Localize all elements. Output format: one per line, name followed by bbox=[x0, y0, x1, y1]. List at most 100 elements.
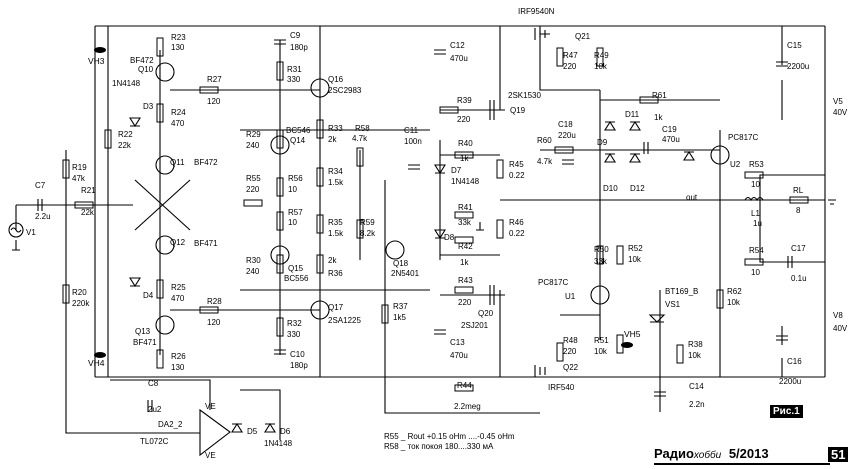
label-vh3: VH3 bbox=[88, 56, 105, 66]
label-r22: R22 bbox=[118, 130, 133, 139]
label-c12: C12 bbox=[450, 41, 465, 50]
note-line-1: R55 _ Rout +0.15 оHm ....-0.45 оHm bbox=[384, 432, 515, 441]
label-d6: D6 bbox=[280, 427, 291, 436]
label-r24: R24 bbox=[171, 108, 186, 117]
label-r24v: 470 bbox=[171, 119, 185, 128]
label-c7: C7 bbox=[35, 181, 46, 190]
label-r33: R33 bbox=[328, 124, 343, 133]
label-da2: DA2_2 bbox=[158, 420, 183, 429]
label-c9: C9 bbox=[290, 31, 301, 40]
terminals bbox=[94, 47, 633, 358]
label-d3: D3 bbox=[143, 102, 154, 111]
label-vs1: VS1 bbox=[665, 300, 681, 309]
label-d10: D10 bbox=[603, 184, 618, 193]
label-r60v: 4.7k bbox=[537, 157, 553, 166]
label-q12: Q12 bbox=[170, 238, 186, 247]
label-pc817a: PC817C bbox=[728, 133, 758, 142]
wires bbox=[15, 25, 826, 440]
label-rl: RL bbox=[793, 186, 804, 195]
label-c19v: 470u bbox=[662, 135, 680, 144]
label-r32v: 330 bbox=[287, 330, 301, 339]
label-r46v: 0.22 bbox=[509, 229, 525, 238]
label-r20: R20 bbox=[72, 288, 87, 297]
label-r45v: 0.22 bbox=[509, 171, 525, 180]
label-bt169: BT169_B bbox=[665, 287, 698, 296]
label-r38: R38 bbox=[688, 340, 703, 349]
label-r37v: 1k5 bbox=[393, 313, 406, 322]
label-r43v: 220 bbox=[458, 298, 472, 307]
label-c14: C14 bbox=[689, 382, 704, 391]
label-tl072: TL072C bbox=[140, 437, 169, 446]
label-r60: R60 bbox=[537, 136, 552, 145]
label-r44: R44 bbox=[457, 381, 472, 390]
label-r53v: 10 bbox=[751, 180, 760, 189]
label-r59v: 8.2k bbox=[360, 229, 376, 238]
mosfets bbox=[489, 28, 550, 377]
label-r30: R30 bbox=[246, 256, 261, 265]
label-r37: R37 bbox=[393, 302, 408, 311]
label-2sk1530: 2SK1530 bbox=[508, 91, 541, 100]
label-r42v: 1k bbox=[460, 258, 469, 267]
label-r21: R21 bbox=[81, 186, 96, 195]
label-r27v: 120 bbox=[207, 97, 221, 106]
label-r21v: 22k bbox=[81, 208, 95, 217]
label-r54: R54 bbox=[749, 246, 764, 255]
label-u2: U2 bbox=[730, 160, 741, 169]
label-c13: C13 bbox=[450, 338, 465, 347]
label-c12v: 470u bbox=[450, 54, 468, 63]
label-r41v: 33k bbox=[458, 218, 472, 227]
label-c11: C11 bbox=[404, 126, 419, 135]
journal-suffix: хобби bbox=[693, 450, 722, 461]
label-r36v: 2k bbox=[328, 256, 337, 265]
label-bf471b: BF471 bbox=[133, 338, 157, 347]
label-r58v: 4.7k bbox=[352, 134, 368, 143]
label-r40: R40 bbox=[458, 139, 473, 148]
label-1n4148a: 1N4148 bbox=[112, 79, 141, 88]
label-r34: R34 bbox=[328, 167, 343, 176]
label-r50: R50 bbox=[594, 245, 609, 254]
label-q22: Q22 bbox=[563, 363, 579, 372]
label-r58: R58 bbox=[355, 124, 370, 133]
label-c19: C19 bbox=[662, 125, 677, 134]
label-r38v: 10k bbox=[688, 351, 702, 360]
label-c10v: 180p bbox=[290, 361, 308, 370]
footer-rule bbox=[654, 463, 830, 465]
label-r61v: 1k bbox=[654, 113, 663, 122]
label-vh5: VH5 bbox=[624, 329, 641, 339]
label-d12: D12 bbox=[630, 184, 645, 193]
label-c18v: 220u bbox=[558, 131, 576, 140]
inductor-l1 bbox=[744, 196, 764, 202]
label-c15: C15 bbox=[787, 41, 802, 50]
label-r28v: 120 bbox=[207, 318, 221, 327]
diodes bbox=[129, 117, 695, 433]
label-r19v: 47k bbox=[72, 174, 86, 183]
label-r47: R47 bbox=[563, 51, 578, 60]
label-irf540: IRF540 bbox=[548, 383, 575, 392]
label-c7v: 2.2u bbox=[35, 212, 51, 221]
label-q11: Q11 bbox=[170, 158, 185, 167]
label-r29v: 240 bbox=[246, 141, 260, 150]
label-2sj201: 2SJ201 bbox=[461, 321, 489, 330]
label-r41: R41 bbox=[458, 203, 473, 212]
label-d6t: 1N4148 bbox=[264, 439, 293, 448]
label-q14: Q14 bbox=[290, 136, 306, 145]
label-q13: Q13 bbox=[135, 327, 151, 336]
label-r22v: 22k bbox=[118, 141, 132, 150]
label-r40v: 1k bbox=[460, 154, 469, 163]
label-v8v: 40V bbox=[833, 324, 848, 333]
label-q20: Q20 bbox=[478, 309, 494, 318]
component-labels: IRF9540N VH3 BF472 Q10 1N4148 R23 130 C9… bbox=[26, 7, 848, 460]
label-bf471a: BF471 bbox=[194, 239, 218, 248]
label-out: out bbox=[686, 193, 698, 202]
journal-footer: Радиохобби 5/2013 bbox=[654, 446, 769, 461]
label-c10: C10 bbox=[290, 350, 305, 359]
label-q10: Q10 bbox=[138, 65, 154, 74]
label-d8: D8 bbox=[444, 233, 455, 242]
label-q17: Q17 bbox=[328, 303, 344, 312]
label-d7t: 1N4148 bbox=[451, 177, 480, 186]
label-v5v: 40V bbox=[833, 108, 848, 117]
label-bf472a: BF472 bbox=[130, 56, 154, 65]
page-number: 51 bbox=[828, 447, 849, 462]
label-l1v: 1u bbox=[753, 219, 762, 228]
